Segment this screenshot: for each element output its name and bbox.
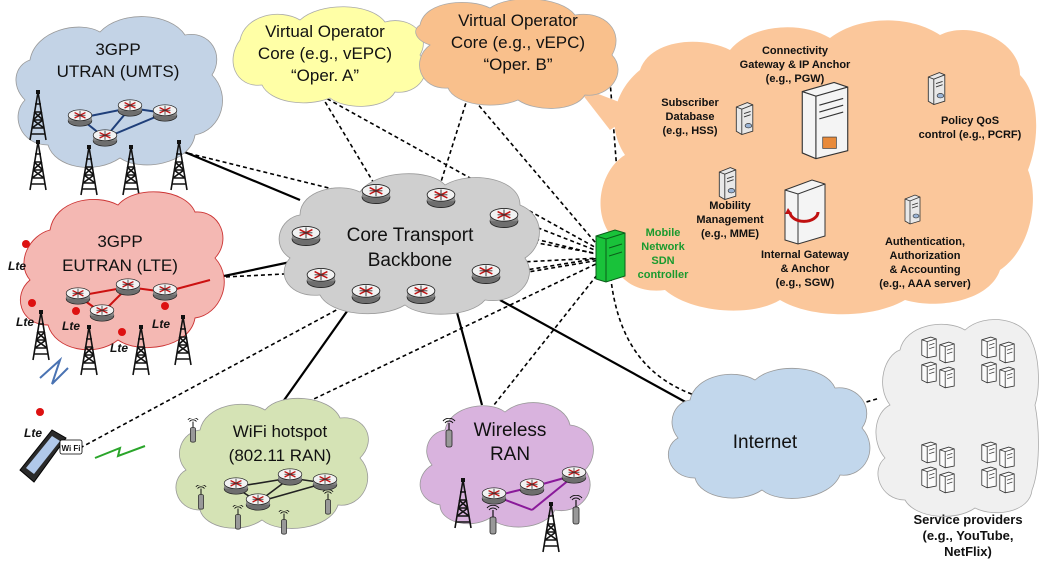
internet-cloud: Internet [668,367,871,499]
sdn-line4: controller [638,269,689,281]
epc-components: Connectivity Gateway & IP Anchor (e.g., … [661,45,1021,290]
hss-line3: (e.g., HSS) [662,125,717,137]
core-router-icon [406,283,436,305]
vop-b-line1: Virtual Operator [458,11,578,30]
mme-line1: Mobility [709,200,751,212]
core-line2: Backbone [368,250,453,271]
wireless-line1: Wireless [474,420,547,441]
core-line1: Core Transport [347,225,474,246]
wifi-router-icon [312,473,338,491]
svg-text:Lte: Lte [152,317,170,331]
wireless-router-icon [481,487,507,505]
svg-text:Lte: Lte [16,315,34,329]
sp-line1: Service providers [913,512,1022,527]
eutran-line2: EUTRAN (LTE) [62,256,178,275]
sgw-line3: (e.g., SGW) [776,277,835,289]
utran-router-icon [67,109,93,127]
aaa-line3: & Accounting [889,264,960,276]
aaa-line4: (e.g., AAA server) [879,278,971,290]
vop-a-line1: Virtual Operator [265,22,385,41]
sp-line2: (e.g., YouTube, [923,528,1014,543]
wifi-router-icon [277,468,303,486]
eutran-router-icon [89,304,115,322]
pgw-line1: Connectivity [762,45,829,57]
device-wifi-badge: Wi Fi [61,444,80,453]
smartphone-icon [19,429,67,483]
eutran-router-icon [115,278,141,296]
device-lte-badge: Lte [24,426,42,440]
wifi-line2: (802.11 RAN) [229,446,332,465]
sgw-line2: & Anchor [780,263,830,275]
mme-line2: Management [696,214,764,226]
vop-b-line3: “Oper. B” [484,55,553,74]
utran-line1: 3GPP [95,40,140,59]
mme-line3: (e.g., MME) [701,228,759,240]
eutran-cloud: 3GPP EUTRAN (LTE) Lte Lte Lte Lte Lte [8,191,225,376]
utran-line2: UTRAN (UMTS) [57,62,180,81]
pcrf-line1: Policy QoS [941,115,999,127]
sgw-server-icon [784,179,826,245]
wifi-router-icon [223,477,249,495]
sdn-line3: SDN [651,255,674,267]
wireless-line2: RAN [490,444,530,465]
eutran-line1: 3GPP [97,232,142,251]
internet-label: Internet [733,432,798,453]
core-router-icon [489,207,519,229]
svg-text:Lte: Lte [110,341,128,355]
core-router-icon [351,283,381,305]
pgw-line2: Gateway & IP Anchor [740,59,851,71]
eutran-router-icon [152,283,178,301]
core-router-icon [291,225,321,247]
wireless-router-icon [561,466,587,484]
core-router-icon [306,267,336,289]
mobile-device: Lte Wi Fi [19,356,146,483]
utran-cloud: 3GPP UTRAN (UMTS) [15,16,223,196]
core-router-icon [361,183,391,205]
sgw-line1: Internal Gateway [761,249,850,261]
vop-a-line2: Core (e.g., vEPC) [258,44,392,63]
core-router-icon [426,187,456,209]
core-backbone-cloud: Core Transport Backbone [278,173,540,315]
utran-router-icon [117,99,143,117]
mme-server-icon [718,167,737,200]
utran-tower-icon [29,140,47,191]
svg-text:Lte: Lte [8,259,26,273]
utran-router-icon [92,129,118,147]
core-router-icon [471,263,501,285]
service-providers-cloud: Service providers (e.g., YouTube, NetFli… [875,319,1039,559]
lte-badge-icon: Lte Lte Lte Lte Lte [8,240,170,355]
virtual-operator-a-cloud: Virtual Operator Core (e.g., vEPC) “Oper… [232,6,426,107]
wifi-line1: WiFi hotspot [233,422,328,441]
hss-server-icon [735,102,754,135]
wifi-signal-bolt-icon [94,445,146,459]
eutran-router-icon [65,287,91,305]
vop-a-line3: “Oper. A” [291,66,359,85]
pgw-server-icon [801,81,849,160]
pcrf-server-icon [927,72,946,105]
sdn-line1: Mobile [646,227,681,239]
utran-router-icon [152,104,178,122]
wireless-ran-cloud: Wireless RAN [419,402,594,553]
hss-line1: Subscriber [661,97,719,109]
virtual-operator-b-cloud: Virtual Operator Core (e.g., vEPC) “Oper… [415,0,619,109]
epc-cloud [575,20,1037,315]
sdn-controller-icon [595,229,626,283]
sdn-controller: Mobile Network SDN controller [595,227,689,283]
aaa-line1: Authentication, [885,236,965,248]
hss-line2: Database [666,111,715,123]
wireless-router-icon [519,478,545,496]
sdn-line2: Network [641,241,685,253]
sp-line3: NetFlix) [944,544,992,559]
aaa-line2: Authorization [890,250,961,262]
wifi-router-icon [245,493,271,511]
aaa-server-icon [904,194,921,225]
pgw-line3: (e.g., PGW) [766,73,825,85]
svg-text:Lte: Lte [62,319,80,333]
wifi-cloud: WiFi hotspot (802.11 RAN) [175,398,369,535]
vop-b-line2: Core (e.g., vEPC) [451,33,585,52]
signal-bolt-icon [39,356,69,385]
pcrf-line2: control (e.g., PCRF) [919,129,1022,141]
